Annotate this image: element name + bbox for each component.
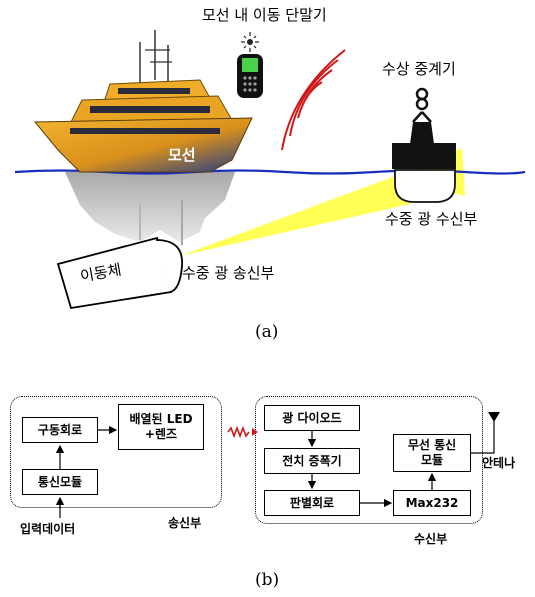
discriminator-block: 판별회로 xyxy=(264,490,360,516)
wireless-to-antenna-line xyxy=(471,420,495,454)
led-array-line-2: +렌즈 xyxy=(144,427,178,441)
light-beam-link xyxy=(180,176,410,256)
ship-reflection xyxy=(65,172,235,245)
led-array-line-1: 배열된 LED xyxy=(129,412,193,426)
ship xyxy=(33,30,253,173)
ship-label: 모선 xyxy=(168,147,196,164)
drive-circuit-block: 구동회로 xyxy=(22,417,98,443)
max232-block: Max232 xyxy=(393,490,471,516)
caption-b: (b) xyxy=(255,570,280,590)
transmitter-label: 수중 광 송신부 xyxy=(182,264,275,282)
caption-a: (a) xyxy=(255,322,279,342)
underwater-vehicle xyxy=(56,236,183,310)
input-data-label: 입력데이터 xyxy=(20,522,76,536)
optical-link-squiggle xyxy=(227,425,250,439)
wireless-module-line-1: 무선 통신 xyxy=(407,438,457,452)
mobile-terminal-label: 모선 내 이동 단말기 xyxy=(202,6,327,24)
rx-group-label: 수신부 xyxy=(414,532,448,546)
comm-module-block: 통신모듈 xyxy=(22,469,98,495)
antenna-label: 안테나 xyxy=(482,456,516,470)
wireless-module-block: 무선 통신 모듈 xyxy=(393,434,471,472)
photodiode-block: 광 다이오드 xyxy=(264,405,360,431)
antenna-icon xyxy=(488,412,500,422)
relay-label: 수상 중계기 xyxy=(382,60,456,78)
led-array-block: 배열된 LED +렌즈 xyxy=(118,404,204,450)
receiver-label: 수중 광 수신부 xyxy=(385,210,478,228)
mobile-terminal-icon xyxy=(237,32,263,98)
preamp-block: 전치 증폭기 xyxy=(264,448,360,474)
transmitter-group xyxy=(10,396,222,508)
tx-group-label: 송신부 xyxy=(168,516,202,530)
wireless-module-line-2: 모듈 xyxy=(420,453,444,467)
receiver-group xyxy=(255,396,483,524)
radio-wave-signal xyxy=(281,49,346,151)
block-connectors xyxy=(55,412,500,518)
optical-link-arrowhead xyxy=(252,428,258,436)
scene-illustration: 모선 xyxy=(14,30,526,310)
relay-buoy xyxy=(392,87,456,203)
